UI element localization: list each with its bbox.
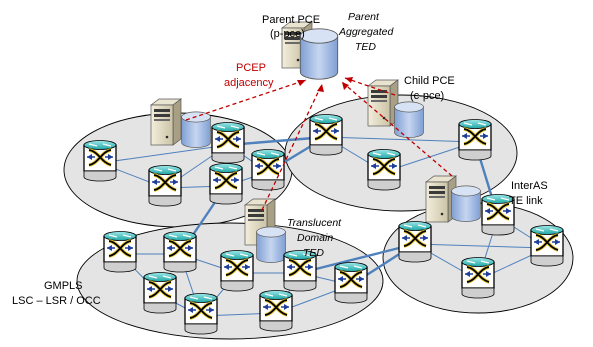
- optical-switch-icon: [210, 120, 246, 165]
- parent-ted-label-3: TED: [355, 41, 376, 53]
- optical-switch-icon: [142, 270, 178, 315]
- pcep-label-2: adjacency: [224, 77, 274, 89]
- gmpls-label-2: LSC – LSR / OCC: [12, 295, 101, 307]
- optical-switch-icon: [147, 163, 183, 208]
- database-icon: [394, 101, 424, 138]
- pcep-adjacency-links: [185, 77, 453, 211]
- interas-label-1: InterAS: [511, 180, 548, 192]
- pcep-arrowheads: [297, 77, 353, 92]
- optical-switch-icon: [162, 229, 198, 274]
- parent-pce-label: Parent PCE: [262, 14, 320, 26]
- child-pce-label: Child PCE: [404, 75, 455, 87]
- database-icon: [256, 226, 286, 263]
- parent-ted-label-1: Parent: [348, 11, 380, 23]
- optical-switch-icon: [397, 219, 433, 264]
- server-icon: [150, 98, 182, 146]
- translucent-label-3: TED: [303, 247, 324, 259]
- child-pce-sublabel: (c-pce): [410, 90, 444, 102]
- optical-switch-icon: [366, 147, 402, 192]
- optical-switch-icon: [208, 161, 244, 206]
- optical-switch-icon: [183, 291, 219, 336]
- interas-label-2: TE link: [509, 195, 543, 207]
- translucent-label-1: Translucent: [287, 217, 342, 229]
- optical-switch-icon: [102, 229, 138, 274]
- optical-switch-icon: [460, 255, 496, 300]
- optical-switch-icon: [258, 288, 294, 333]
- optical-switch-icon: [333, 260, 369, 305]
- pcep-label-1: PCEP: [236, 62, 266, 74]
- optical-switch-icon: [250, 147, 286, 192]
- parent-ted-label-2: Aggregated: [338, 26, 394, 38]
- parent-pce-sublabel: (p-pce): [270, 28, 305, 40]
- optical-switch-icon: [308, 112, 344, 157]
- database-icon: [299, 28, 339, 80]
- gmpls-label-1: GMPLS: [44, 280, 83, 292]
- database-icon: [451, 185, 481, 222]
- optical-switch-icon: [457, 117, 493, 162]
- optical-switch-icon: [82, 138, 118, 183]
- translucent-label-2: Domain: [297, 232, 333, 244]
- optical-switch-icon: [529, 223, 565, 268]
- optical-switch-icon: [219, 248, 255, 293]
